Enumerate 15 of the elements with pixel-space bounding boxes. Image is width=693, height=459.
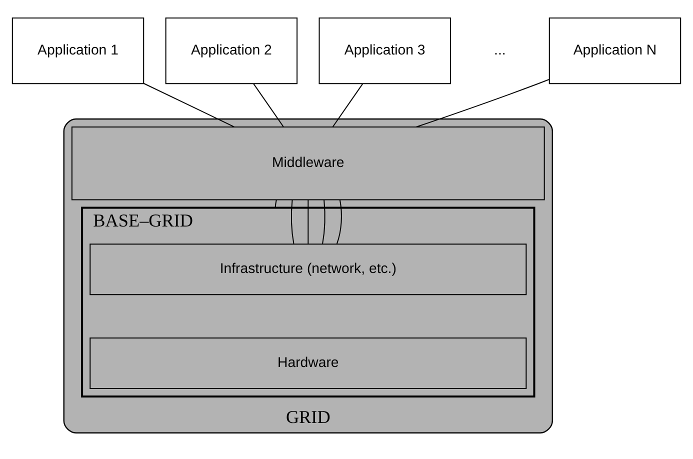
- node-box: Application 3: [318, 18, 451, 84]
- connector: [332, 84, 364, 128]
- connector: [322, 200, 326, 244]
- node-box: Middleware: [71, 126, 545, 200]
- connector: [291, 200, 294, 244]
- connector: [308, 200, 309, 244]
- node-box: Application 2: [165, 18, 298, 84]
- node-box: Application 1: [12, 18, 144, 84]
- node-box: Application N: [548, 18, 682, 84]
- label: ...: [494, 42, 506, 58]
- connector: [253, 84, 284, 128]
- connector: [274, 200, 277, 208]
- connector: [336, 200, 342, 244]
- node-box: Infrastructure (network, etc.): [90, 244, 527, 296]
- node-box: Hardware: [90, 338, 527, 389]
